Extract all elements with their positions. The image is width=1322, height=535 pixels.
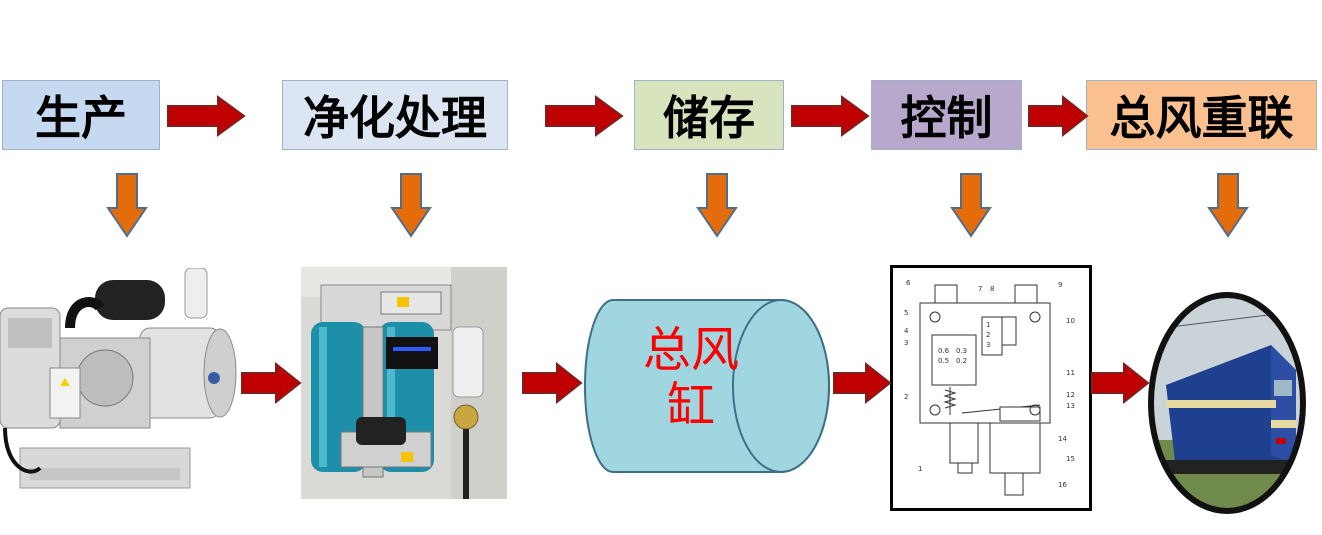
num-13: 13 (1066, 402, 1075, 410)
flow-arrow-4 (1028, 95, 1089, 137)
down-arrow-2 (390, 173, 432, 238)
num-6: 6 (906, 279, 911, 287)
num-2: 2 (904, 393, 908, 401)
flow-arrow-7 (833, 362, 892, 404)
num-5: 5 (904, 309, 908, 317)
stage-storage: 储存 (634, 80, 784, 150)
air-dryer-icon (301, 267, 507, 499)
down-arrow-4 (950, 173, 992, 238)
num-0-6: 0.6 (938, 347, 950, 355)
down-arrow-3 (696, 173, 738, 238)
num-1: 1 (918, 465, 922, 473)
stage-coupling: 总风重联 (1086, 80, 1317, 150)
num-10: 10 (1066, 317, 1075, 325)
flow-arrow-1 (167, 95, 246, 137)
down-arrow-1 (106, 173, 148, 238)
num-0-5: 0.5 (938, 357, 949, 365)
num-8: 8 (990, 285, 994, 293)
pressure-switch-icon: 6 7 8 9 5 10 4 3 0.6 0.5 0.3 0.2 1 2 3 1… (890, 265, 1092, 511)
stage-purification: 净化处理 (282, 80, 508, 150)
num-scale-3: 3 (986, 341, 990, 349)
flow-arrow-6 (522, 362, 583, 404)
flow-arrow-8 (1091, 362, 1150, 404)
main-reservoir-icon (584, 299, 830, 473)
num-14: 14 (1058, 435, 1067, 443)
flow-arrow-5 (241, 362, 302, 404)
num-4: 4 (904, 327, 909, 335)
stage-production-label: 生产 (35, 91, 127, 145)
stage-purification-label: 净化处理 (303, 91, 487, 145)
compressor-icon (0, 268, 240, 508)
num-0-2: 0.2 (956, 357, 967, 365)
flow-arrow-2 (545, 95, 624, 137)
tank-label: 总风缸 (636, 322, 746, 434)
num-0-3: 0.3 (956, 347, 967, 355)
flow-arrow-3 (791, 95, 870, 137)
stage-storage-label: 储存 (663, 91, 755, 145)
tank-label-text: 总风缸 (642, 322, 739, 434)
stage-coupling-label: 总风重联 (1109, 91, 1294, 145)
stage-control-label: 控制 (900, 91, 993, 145)
stage-production: 生产 (2, 80, 160, 150)
num-16: 16 (1058, 481, 1067, 489)
stage-control: 控制 (871, 80, 1022, 150)
num-9: 9 (1058, 281, 1062, 289)
num-scale-1: 1 (986, 321, 990, 329)
num-scale-2: 2 (986, 331, 990, 339)
num-15: 15 (1066, 455, 1075, 463)
num-3: 3 (904, 339, 908, 347)
locomotive-icon (1148, 292, 1306, 514)
num-11: 11 (1066, 369, 1075, 377)
num-7: 7 (978, 285, 982, 293)
down-arrow-5 (1207, 173, 1249, 238)
num-12: 12 (1066, 391, 1075, 399)
